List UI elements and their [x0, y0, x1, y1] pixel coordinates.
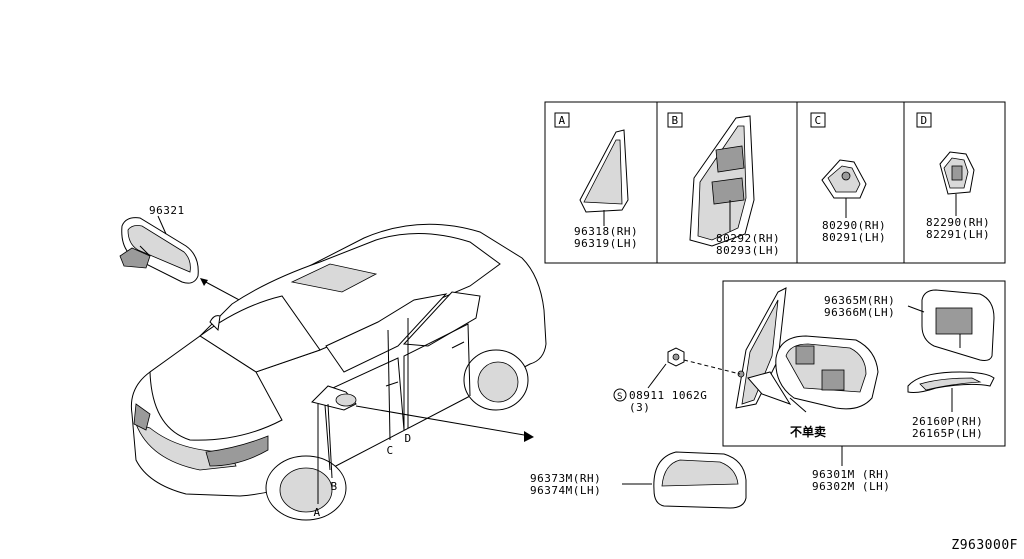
- callout-c: C: [386, 444, 393, 457]
- box-b-tag: [667, 112, 683, 128]
- box-c-label-rh: 80290(RH): [822, 219, 886, 232]
- not-sold-separately-note: 不单卖: [790, 424, 826, 439]
- screw-symbol: S: [617, 392, 623, 402]
- corner-finisher-drawing: [579, 129, 629, 226]
- glass-label-rh: 96365M(RH): [824, 294, 895, 307]
- screw-label: 08911 1062G: [629, 389, 707, 402]
- callout-a: A: [313, 506, 320, 519]
- screw-drawing: [667, 347, 685, 367]
- door-mirror-box: [722, 280, 1006, 447]
- box-d-letter: D: [920, 114, 927, 127]
- box-c-letter: C: [814, 114, 821, 127]
- car-drawing: [130, 223, 547, 521]
- box-b-label-lh: 80293(LH): [716, 244, 780, 257]
- box-b-letter: B: [671, 114, 678, 127]
- screw-symbol-circle: [613, 388, 627, 402]
- diagram-code: Z963000F: [951, 538, 1018, 553]
- clip-c-drawing: [821, 159, 867, 218]
- door-mirror-assembly-drawing: [735, 287, 879, 413]
- cover-label-rh: 96373M(RH): [530, 472, 601, 485]
- mirror-cover-drawing: [653, 451, 747, 509]
- callout-d: D: [404, 432, 411, 445]
- turn-lamp-label-lh: 26165P(LH): [912, 427, 983, 440]
- box-d-tag: [916, 112, 932, 128]
- cover-label-lh: 96374M(LH): [530, 484, 601, 497]
- box-a-label-lh: 96319(LH): [574, 237, 638, 250]
- inside-mirror-label: 96321: [149, 204, 185, 217]
- mirror-assy-label-lh: 96302M (LH): [812, 480, 890, 493]
- mirror-assy-label-rh: 96301M (RH): [812, 468, 890, 481]
- sash-seal-drawing: [689, 115, 755, 247]
- box-b-label-rh: 80292(RH): [716, 232, 780, 245]
- mirror-glass-drawing: [921, 289, 995, 361]
- turn-lamp-label-rh: 26160P(RH): [912, 415, 983, 428]
- callout-b: B: [330, 480, 337, 493]
- box-a-tag: [554, 112, 570, 128]
- detail-box-frame: [544, 101, 1006, 264]
- screw-point: [737, 370, 745, 378]
- box-c-tag: [810, 112, 826, 128]
- inside-mirror-drawing: [119, 217, 199, 284]
- glass-label-lh: 96366M(LH): [824, 306, 895, 319]
- box-d-label-rh: 82290(RH): [926, 216, 990, 229]
- box-c-label-lh: 80291(LH): [822, 231, 886, 244]
- clip-d-drawing: [939, 151, 975, 216]
- box-a-letter: A: [558, 114, 565, 127]
- box-d-label-lh: 82291(LH): [926, 228, 990, 241]
- screw-quantity: (3): [629, 401, 650, 414]
- box-a-label-rh: 96318(RH): [574, 225, 638, 238]
- turn-lamp-drawing: [907, 371, 995, 412]
